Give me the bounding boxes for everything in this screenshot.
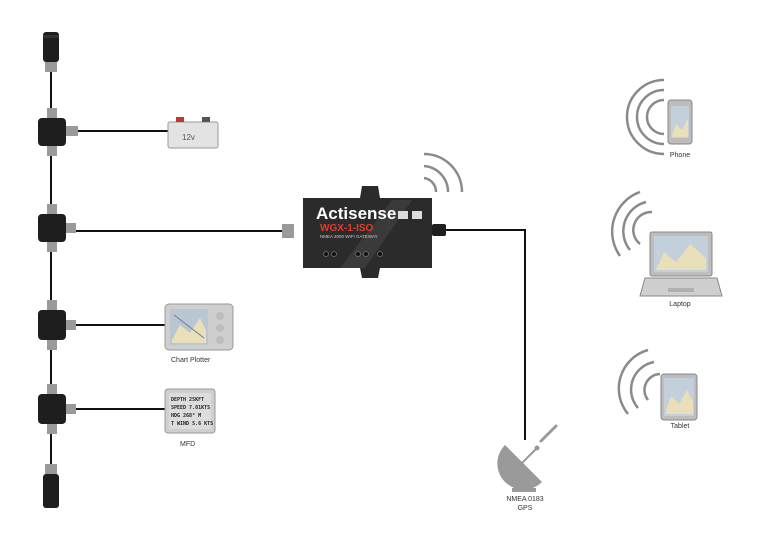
mfd-line-2: SPEED 7.01KTS [171,405,210,411]
gateway-model: WGX-1-ISO [320,223,374,234]
tablet-device [660,373,698,421]
battery-label: 12v [182,133,195,142]
mfd-label: MFD [180,441,195,448]
gateway-device: Actisense WGX-1-ISO NMEA 2000 WIFI GATEW… [282,186,446,278]
mfd-device: DEPTH 25KFT SPEED 7.01KTS HDG 268° M T W… [164,388,216,434]
mfd-line-3: HDG 268° M [171,413,201,419]
gps-label-line2: GPS [518,505,533,512]
gateway-tee [38,204,76,252]
gps-cable [446,229,526,440]
mfd-line-4: T WIND 5.6 KTS [171,421,213,427]
tablet-label: Tablet [671,423,690,430]
chart-plotter-tee [38,300,76,350]
laptop-wifi-icon [610,190,653,257]
chart-plotter-label: Chart Plotter [171,357,211,364]
phone-wifi-icon [625,78,665,156]
phone-label: Phone [670,152,690,159]
gateway-subtitle: NMEA 2000 WIFI GATEWAY [320,234,378,239]
mfd-tee [38,384,76,434]
laptop-label: Laptop [669,301,691,308]
gateway-brand: Actisense [316,204,396,223]
gps-label-line1: NMEA 0183 [506,496,543,503]
laptop-device [639,231,723,297]
mfd-line-1: DEPTH 25KFT [171,397,204,403]
satellite-dish-icon [497,424,558,492]
power-tee [38,108,78,156]
tablet-wifi-icon [617,348,661,415]
phone-device [667,99,693,145]
bottom-terminator [43,464,59,508]
gateway-wifi-icon [423,152,464,193]
chart-plotter-device [164,303,234,351]
top-terminator [43,32,59,72]
battery-icon: 12v [167,117,219,149]
